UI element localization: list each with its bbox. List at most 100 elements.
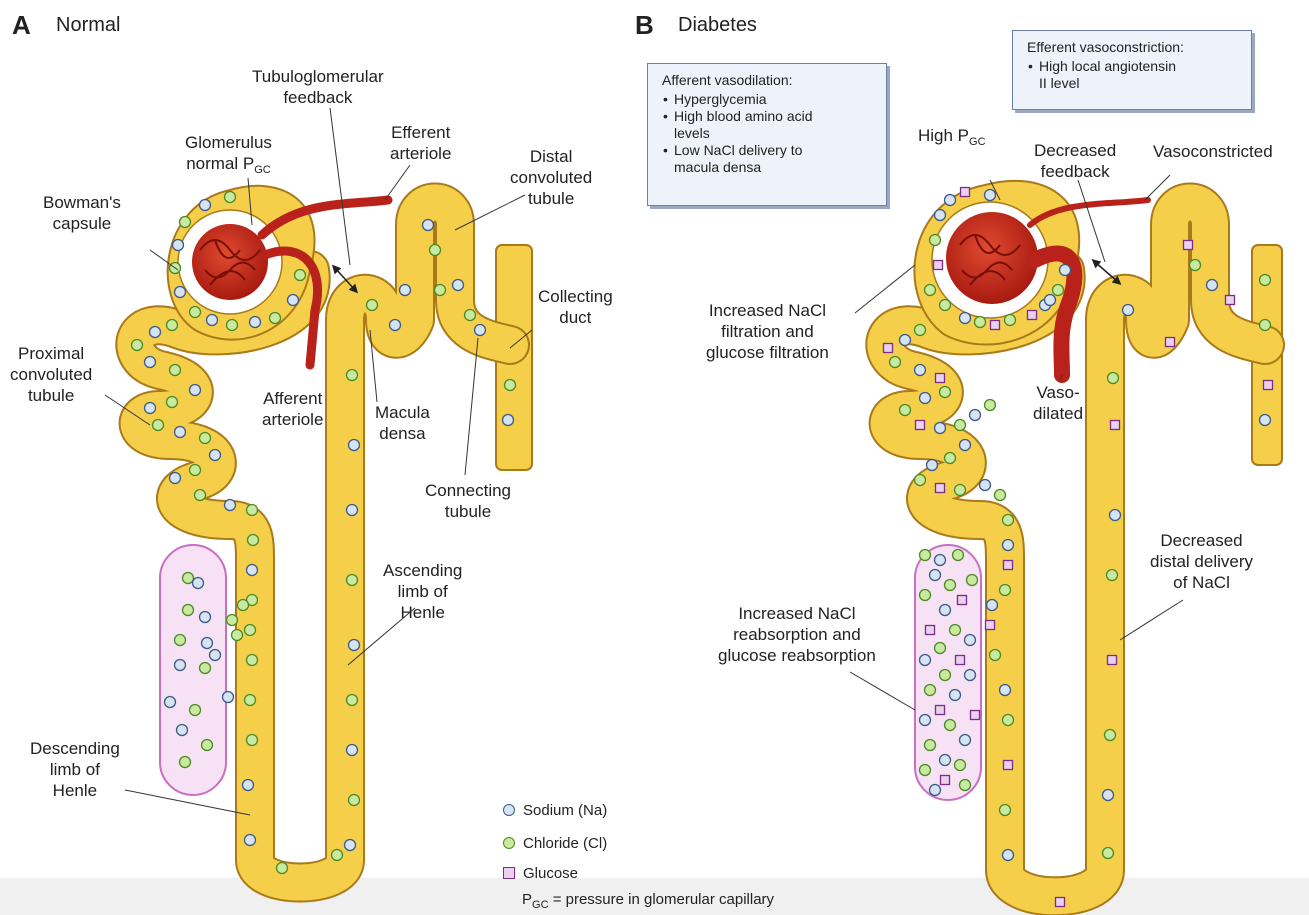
chloride-particle bbox=[975, 317, 986, 328]
chloride-particle bbox=[245, 695, 256, 706]
chloride-particle bbox=[347, 575, 358, 586]
sodium-particle bbox=[200, 612, 211, 623]
sodium-particle bbox=[175, 660, 186, 671]
sodium-particle bbox=[175, 427, 186, 438]
sodium-particle bbox=[175, 287, 186, 298]
sodium-particle bbox=[170, 473, 181, 484]
chloride-particle bbox=[925, 285, 936, 296]
chloride-particle bbox=[1107, 570, 1118, 581]
glucose-particle bbox=[986, 621, 995, 630]
glucose-particle bbox=[936, 706, 945, 715]
chloride-particle bbox=[200, 433, 211, 444]
sodium-particle bbox=[920, 655, 931, 666]
chloride-particle bbox=[248, 535, 259, 546]
chloride-particle bbox=[349, 795, 360, 806]
chloride-particle bbox=[1190, 260, 1201, 271]
sodium-particle bbox=[243, 780, 254, 791]
sodium-particle bbox=[453, 280, 464, 291]
sodium-particle bbox=[177, 725, 188, 736]
chloride-particle bbox=[940, 300, 951, 311]
sodium-particle bbox=[935, 210, 946, 221]
sodium-particle bbox=[960, 735, 971, 746]
sodium-particle bbox=[920, 393, 931, 404]
chloride-particle bbox=[1105, 730, 1116, 741]
label-vasoconstricted: Vasoconstricted bbox=[1153, 141, 1273, 162]
chloride-icon bbox=[503, 837, 515, 849]
sodium-particle bbox=[980, 480, 991, 491]
sodium-particle bbox=[423, 220, 434, 231]
glucose-particle bbox=[936, 374, 945, 383]
chloride-particle bbox=[955, 485, 966, 496]
sodium-particle bbox=[349, 440, 360, 451]
glucose-particle bbox=[936, 484, 945, 493]
chloride-particle bbox=[277, 863, 288, 874]
chloride-particle bbox=[900, 405, 911, 416]
sodium-particle bbox=[930, 570, 941, 581]
chloride-particle bbox=[920, 550, 931, 561]
chloride-particle bbox=[940, 670, 951, 681]
chloride-particle bbox=[920, 765, 931, 776]
sodium-particle bbox=[245, 835, 256, 846]
glucose-particle bbox=[1111, 421, 1120, 430]
glucose-particle bbox=[1004, 561, 1013, 570]
sodium-particle bbox=[145, 403, 156, 414]
chloride-particle bbox=[167, 320, 178, 331]
chloride-particle bbox=[295, 270, 306, 281]
sodium-particle bbox=[347, 505, 358, 516]
glucose-particle bbox=[941, 776, 950, 785]
chloride-particle bbox=[190, 307, 201, 318]
label-ascending-limb: Ascendinglimb ofHenle bbox=[383, 560, 462, 623]
glucose-particle bbox=[1056, 898, 1065, 907]
label-decreased-feedback: Decreasedfeedback bbox=[1034, 140, 1116, 182]
chloride-particle bbox=[153, 420, 164, 431]
glucose-particle bbox=[1184, 241, 1193, 250]
glucose-icon bbox=[503, 867, 515, 879]
chloride-particle bbox=[202, 740, 213, 751]
glucose-particle bbox=[1004, 761, 1013, 770]
chloride-particle bbox=[195, 490, 206, 501]
sodium-particle bbox=[347, 745, 358, 756]
sodium-particle bbox=[960, 440, 971, 451]
sodium-icon bbox=[503, 804, 515, 816]
chloride-particle bbox=[1003, 515, 1014, 526]
chloride-particle bbox=[920, 590, 931, 601]
sodium-particle bbox=[202, 638, 213, 649]
chloride-particle bbox=[347, 695, 358, 706]
glucose-particle bbox=[991, 321, 1000, 330]
label-bowmans-capsule: Bowman'scapsule bbox=[43, 192, 121, 234]
sodium-particle bbox=[945, 195, 956, 206]
sodium-particle bbox=[940, 755, 951, 766]
sodium-particle bbox=[1003, 850, 1014, 861]
chloride-particle bbox=[985, 400, 996, 411]
sodium-particle bbox=[965, 635, 976, 646]
chloride-particle bbox=[175, 635, 186, 646]
chloride-particle bbox=[332, 850, 343, 861]
efferent-vasoconstriction-box: Efferent vasoconstriction: High local an… bbox=[1012, 30, 1252, 110]
sodium-particle bbox=[915, 365, 926, 376]
sodium-particle bbox=[247, 565, 258, 576]
chloride-particle bbox=[1103, 848, 1114, 859]
sodium-particle bbox=[190, 385, 201, 396]
glucose-particle bbox=[958, 596, 967, 605]
chloride-particle bbox=[1003, 715, 1014, 726]
chloride-particle bbox=[170, 365, 181, 376]
sodium-particle bbox=[475, 325, 486, 336]
panel-a-title: Normal bbox=[56, 14, 120, 37]
chloride-particle bbox=[183, 573, 194, 584]
chloride-particle bbox=[1000, 805, 1011, 816]
sodium-particle bbox=[987, 600, 998, 611]
sodium-particle bbox=[503, 415, 514, 426]
chloride-particle bbox=[915, 475, 926, 486]
chloride-particle bbox=[1260, 275, 1271, 286]
sodium-particle bbox=[193, 578, 204, 589]
chloride-particle bbox=[238, 600, 249, 611]
chloride-particle bbox=[190, 465, 201, 476]
sodium-particle bbox=[970, 410, 981, 421]
sodium-particle bbox=[207, 315, 218, 326]
label-high-pgc: High PGC bbox=[918, 125, 986, 153]
glomerulus-b bbox=[946, 212, 1038, 304]
chloride-particle bbox=[465, 310, 476, 321]
glucose-particle bbox=[961, 188, 970, 197]
